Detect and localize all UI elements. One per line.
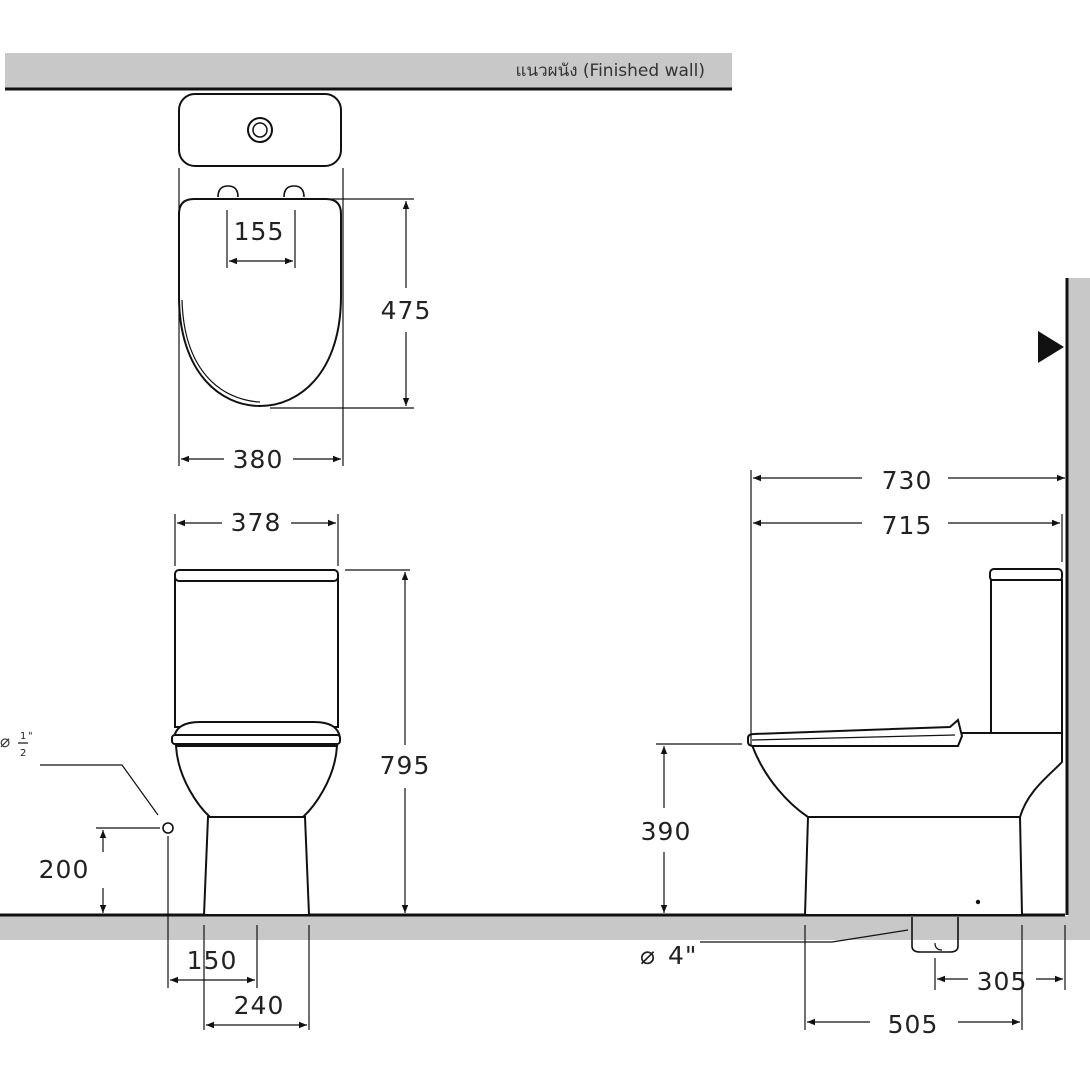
dim-inlet-height: 200 <box>39 855 90 884</box>
dim-length-to-tank: 715 <box>882 511 933 540</box>
inlet-symbol: ⌀ <box>0 732 10 752</box>
inlet-size-whole: 1 <box>20 731 26 742</box>
dim-rough-in: 305 <box>977 967 1028 996</box>
top-view: 155 475 380 <box>178 93 432 474</box>
seat-side <box>747 718 964 747</box>
tank-side <box>990 579 1063 742</box>
side-view: ⌀ 4" 730 715 390 305 505 <box>640 278 1090 1039</box>
inlet-size-denominator: 2 <box>20 748 26 759</box>
water-inlet-icon <box>162 822 174 834</box>
pedestal-front <box>202 816 311 916</box>
dim-outlet-size: 4" <box>668 941 697 970</box>
wall-marker-icon <box>1038 331 1064 363</box>
dim-base-length: 505 <box>888 1010 939 1039</box>
dim-inlet-offset: 150 <box>187 946 238 975</box>
pedestal-side <box>803 816 1024 916</box>
front-view: 378 795 ⌀ 1 2 " 200 150 240 <box>0 508 431 1030</box>
tank-lid-front <box>174 569 339 582</box>
dim-seat-height: 390 <box>641 817 692 846</box>
dim-total-height: 795 <box>380 751 431 780</box>
dim-tank-width: 378 <box>231 508 282 537</box>
svg-text:": " <box>28 731 33 742</box>
tank-front <box>174 577 339 728</box>
dim-seat-depth: 475 <box>381 296 432 325</box>
finished-wall: แนวผนัง (Finished wall) <box>5 53 732 91</box>
dim-top-width: 380 <box>233 445 284 474</box>
bowl-front <box>174 745 339 818</box>
outlet-pipe <box>911 917 959 953</box>
side-wall <box>1068 278 1090 940</box>
dim-base-width: 240 <box>234 991 285 1020</box>
floor <box>0 913 1090 940</box>
dim-total-length: 730 <box>882 466 933 495</box>
dim-seat-hole-spacing: 155 <box>234 217 285 246</box>
wall-label: แนวผนัง (Finished wall) <box>516 61 706 81</box>
outlet-symbol: ⌀ <box>640 941 656 970</box>
